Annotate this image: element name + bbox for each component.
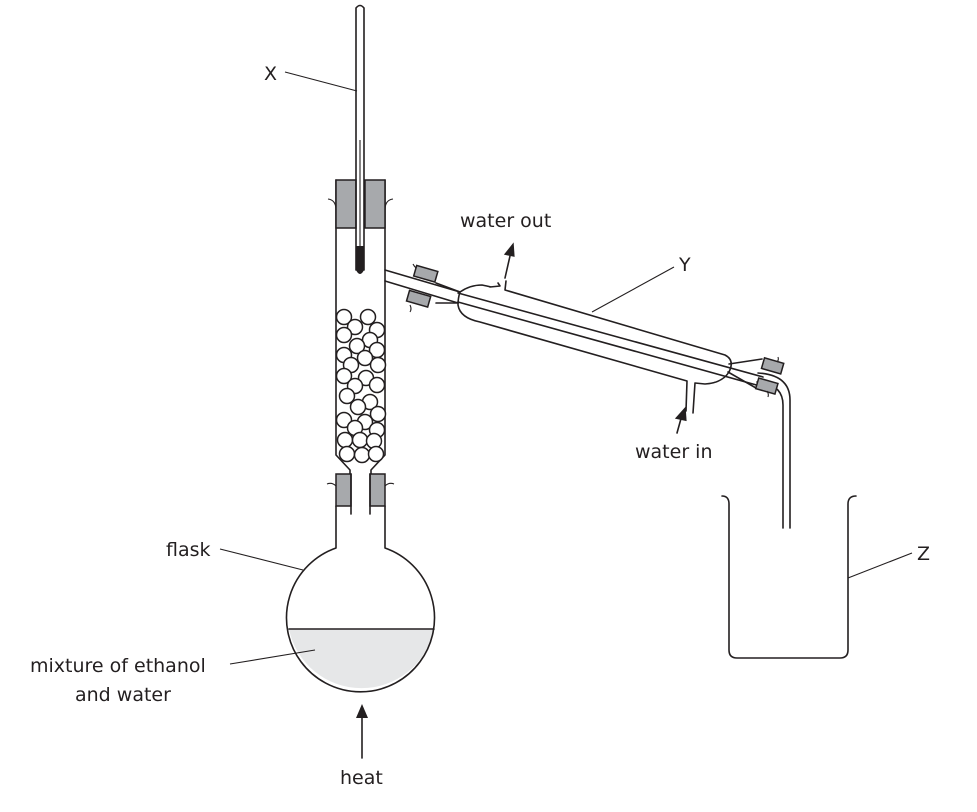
glass-bead bbox=[351, 431, 369, 449]
glass-bead bbox=[335, 367, 353, 385]
y-leader-line bbox=[591, 266, 675, 313]
flask-neck-stopper bbox=[326, 473, 395, 515]
glass-bead bbox=[346, 318, 364, 336]
glass-bead bbox=[336, 431, 354, 449]
water-in-arrow bbox=[674, 406, 687, 434]
glass-bead bbox=[338, 445, 356, 463]
thermometer-bulb bbox=[356, 246, 364, 274]
glass-beads bbox=[335, 308, 387, 464]
label-water-out: water out bbox=[460, 210, 551, 232]
label-y: Y bbox=[678, 254, 691, 276]
x-leader-line bbox=[284, 71, 358, 92]
glass-bead bbox=[356, 349, 374, 367]
beaker bbox=[721, 495, 857, 659]
glass-bead bbox=[359, 308, 377, 326]
glass-bead bbox=[369, 405, 387, 423]
label-z: Z bbox=[917, 543, 930, 565]
glass-bead bbox=[335, 308, 353, 326]
glass-bead bbox=[348, 337, 366, 355]
glass-bead bbox=[367, 445, 385, 463]
label-flask: flask bbox=[166, 539, 211, 561]
glass-bead bbox=[349, 398, 367, 416]
glass-bead bbox=[335, 411, 353, 429]
glass-bead bbox=[368, 376, 386, 394]
thermometer bbox=[355, 4, 365, 274]
label-water-in: water in bbox=[635, 441, 713, 463]
label-mixture-line1: mixture of ethanol bbox=[30, 655, 206, 677]
glass-bead bbox=[335, 326, 353, 344]
glass-bead bbox=[369, 356, 387, 374]
liquid-mixture bbox=[289, 629, 434, 689]
mixture-leader-line bbox=[229, 649, 316, 665]
glass-bead bbox=[353, 446, 371, 464]
label-heat: heat bbox=[340, 767, 383, 789]
label-x: X bbox=[264, 63, 277, 85]
side-arm bbox=[384, 263, 461, 313]
label-mixture-line2: and water bbox=[75, 684, 171, 706]
z-leader-line bbox=[847, 552, 913, 579]
round-bottom-flask bbox=[285, 505, 436, 693]
flask-leader-line bbox=[219, 548, 304, 571]
water-out-arrow bbox=[503, 242, 515, 279]
glass-bead bbox=[338, 387, 356, 405]
heat-arrow bbox=[356, 704, 368, 759]
liebig-condenser bbox=[435, 280, 791, 529]
